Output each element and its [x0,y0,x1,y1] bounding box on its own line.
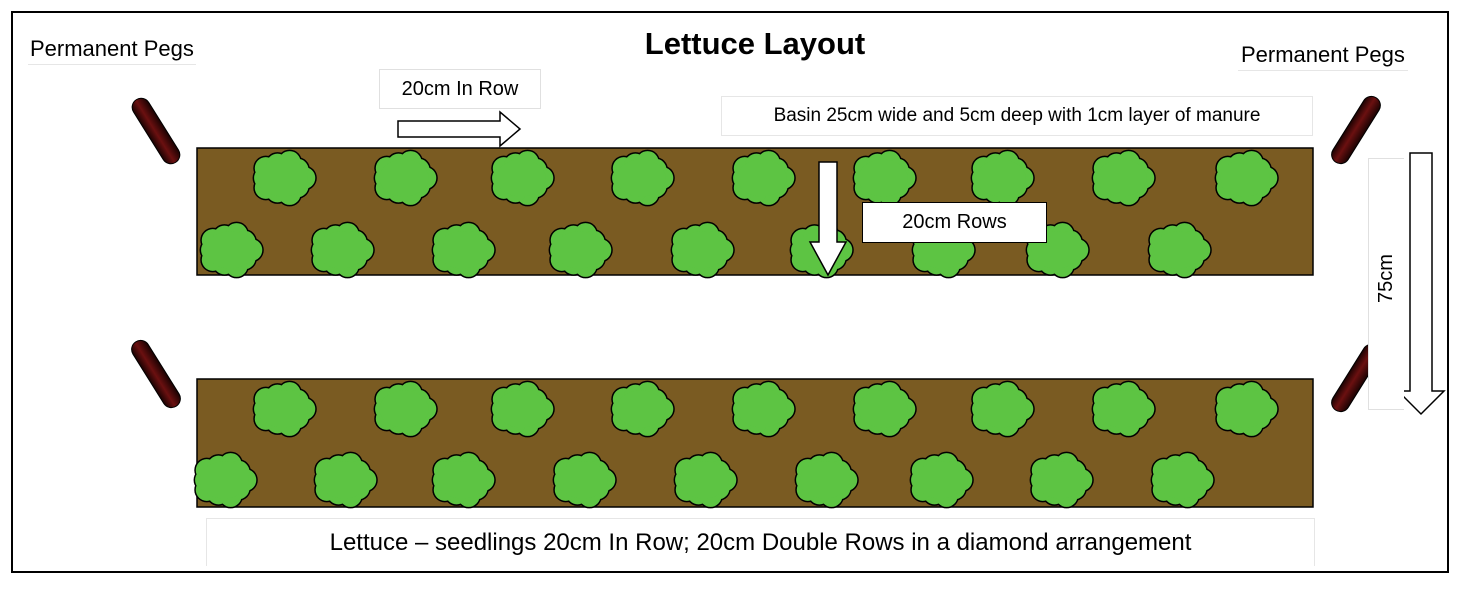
lettuce-plant [1150,451,1215,509]
lettuce-plant [610,149,675,207]
lettuce-plant [199,221,264,279]
lettuce-plant [673,451,738,509]
caption: Lettuce – seedlings 20cm In Row; 20cm Do… [206,518,1315,566]
lettuce-plant [193,451,258,509]
lettuce-plants [193,149,1279,509]
diagram-title: Lettuce Layout [644,26,866,61]
lettuce-plant [794,451,859,509]
lettuce-plant [1091,380,1156,438]
lettuce-plant [670,221,735,279]
arrow-down-icon [808,161,848,277]
pegs-label-right: Permanent Pegs [1238,40,1408,71]
lettuce-plant [970,149,1035,207]
lettuce-plant [1214,380,1279,438]
peg-bottom-left [131,339,181,409]
lettuce-plant [970,380,1035,438]
lettuce-plant [1147,221,1212,279]
depth-label: 75cm [1375,254,1397,303]
lettuce-plant [731,380,796,438]
basin-description-label: Basin 25cm wide and 5cm deep with 1cm la… [721,96,1313,136]
lettuce-plant [1091,149,1156,207]
lettuce-plant [490,380,555,438]
pegs-label-left: Permanent Pegs [28,34,196,65]
lettuce-plant [552,451,617,509]
lettuce-plant [431,451,496,509]
arrow-right-icon [397,110,522,148]
lettuce-plant [252,149,317,207]
lettuce-plant [490,149,555,207]
depth-arrow-icon [1396,152,1446,416]
lettuce-plant [548,221,613,279]
lettuce-plant [610,380,675,438]
peg-top-right [1331,95,1381,165]
lettuce-plant [731,149,796,207]
row-spacing-label: 20cm Rows [862,202,1047,243]
lettuce-plant [909,451,974,509]
lettuce-plant [373,149,438,207]
lettuce-plant [1029,451,1094,509]
lettuce-plant [313,451,378,509]
lettuce-plant [1214,149,1279,207]
depth-label-box [1368,158,1404,410]
lettuce-plant [310,221,375,279]
lettuce-plant [431,221,496,279]
lettuce-plant [373,380,438,438]
in-row-spacing-label: 20cm In Row [379,69,541,109]
peg-top-left [131,97,181,165]
lettuce-plant [852,380,917,438]
lettuce-plant [252,380,317,438]
lettuce-plant [852,149,917,207]
